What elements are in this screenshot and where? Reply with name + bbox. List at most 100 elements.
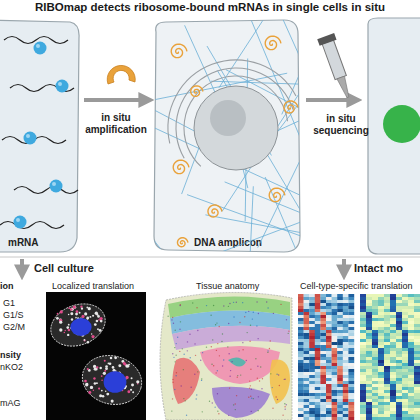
mrna-spot <box>94 323 97 326</box>
heatmap-cell <box>343 321 349 324</box>
mrna-spot <box>122 381 125 384</box>
heatmap-cell <box>326 372 332 375</box>
heatmap-cell <box>337 303 343 306</box>
heatmap-cell <box>390 318 396 321</box>
heatmap-cell <box>326 393 332 396</box>
mrna-spot <box>87 324 89 326</box>
heatmap-cell <box>390 315 396 318</box>
mrna-spot <box>94 368 97 371</box>
heatmap-cell <box>378 324 384 327</box>
heatmap-cell <box>408 321 414 324</box>
heatmap-cell <box>390 381 396 384</box>
heatmap-cell <box>337 336 343 339</box>
node-label: DNA amplicon <box>194 237 262 248</box>
heatmap-cell <box>390 396 396 399</box>
heatmap-cell <box>309 318 315 321</box>
cell-dot <box>258 410 259 411</box>
cell-dot <box>171 410 172 411</box>
heatmap-cell <box>360 381 366 384</box>
heatmap-cell <box>390 300 396 303</box>
heatmap-cell <box>315 306 321 309</box>
heatmap-cell <box>309 345 315 348</box>
cell-dot <box>184 400 185 401</box>
cell-dot <box>197 330 198 331</box>
heatmap-cell <box>366 351 372 354</box>
heatmap-cell <box>348 408 354 411</box>
cell-dot <box>219 355 220 356</box>
heatmap-cell <box>372 339 378 342</box>
heatmap-cell <box>402 321 408 324</box>
heatmap-cell <box>304 372 310 375</box>
heatmap-cell <box>414 318 420 321</box>
cell-dot <box>217 343 218 344</box>
heatmap-cell <box>372 345 378 348</box>
mrna-spot <box>111 400 114 403</box>
cell-dot <box>230 370 231 371</box>
heatmap-cell <box>320 369 326 372</box>
cell-dot <box>213 365 214 366</box>
heatmap-cell <box>372 315 378 318</box>
cell-dot <box>190 357 191 358</box>
heatmap-cell <box>378 303 384 306</box>
heatmap-cell <box>320 345 326 348</box>
heatmap-cell <box>378 354 384 357</box>
heatmap-cell <box>372 363 378 366</box>
heatmap-cell <box>372 408 378 411</box>
heatmap-cell <box>396 342 402 345</box>
heatmap-cell <box>348 312 354 315</box>
heatmap-cell <box>309 294 315 297</box>
heatmap-cell <box>326 294 332 297</box>
heatmap-cell <box>326 309 332 312</box>
cell-dot <box>206 305 207 306</box>
heatmap-cell <box>378 333 384 336</box>
heatmap-cell <box>378 306 384 309</box>
heatmap-cell <box>390 342 396 345</box>
heatmap-cell <box>320 300 326 303</box>
heatmap-cell <box>309 384 315 387</box>
cell-dot <box>233 302 234 303</box>
heatmap-cell <box>414 348 420 351</box>
heatmap-cell <box>360 366 366 369</box>
heatmap-cell <box>326 390 332 393</box>
heatmap-cell <box>378 321 384 324</box>
mrna-spot <box>121 389 123 391</box>
cell-dot <box>201 380 202 381</box>
heatmap-cell <box>343 414 349 417</box>
heatmap-cell <box>396 297 402 300</box>
heatmap-cell <box>320 315 326 318</box>
heatmap-cell <box>402 363 408 366</box>
heatmap-cell <box>304 300 310 303</box>
cell-dot <box>242 342 243 343</box>
heatmap-cell <box>396 390 402 393</box>
heatmap-cell <box>343 330 349 333</box>
heatmap-cell <box>320 411 326 414</box>
heatmap-cell <box>402 339 408 342</box>
heatmap-cell <box>320 417 326 420</box>
heatmap-cell <box>298 303 304 306</box>
heatmap-cell <box>390 294 396 297</box>
mrna-spot <box>108 362 110 364</box>
heatmap-cell <box>396 381 402 384</box>
cell-dot <box>176 372 177 373</box>
mrna-spot <box>112 366 115 369</box>
heatmap-cell <box>378 330 384 333</box>
mrna-spot <box>101 380 103 382</box>
heatmap-cell <box>408 369 414 372</box>
heatmap-cell <box>326 324 332 327</box>
heatmap-cell <box>332 312 338 315</box>
mrna-spot <box>88 391 91 394</box>
heatmap-cell <box>396 300 402 303</box>
heatmap-cell <box>366 330 372 333</box>
cell-dot <box>190 387 191 388</box>
heatmap-cell <box>366 312 372 315</box>
heatmap-cell <box>337 324 343 327</box>
cell-dot <box>286 404 287 405</box>
heatmap-cell <box>360 357 366 360</box>
heatmap-cell <box>348 378 354 381</box>
heatmap-cell <box>408 339 414 342</box>
heatmap-cell <box>384 360 390 363</box>
heatmap-cell <box>320 363 326 366</box>
heatmap-cell <box>408 351 414 354</box>
heatmap-cell <box>408 384 414 387</box>
cell-dot <box>180 385 181 386</box>
